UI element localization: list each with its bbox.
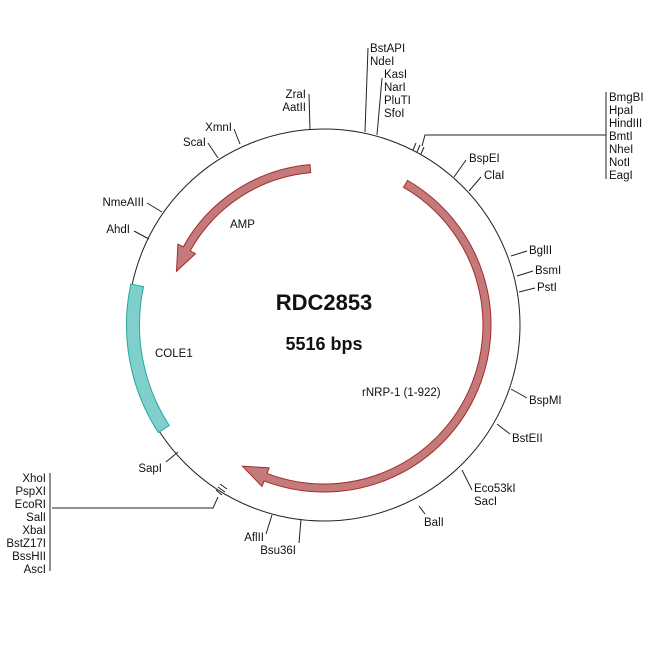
rnrp1-feature-arrow[interactable] [241, 179, 492, 493]
svg-text:ClaI: ClaI [484, 170, 504, 182]
site-bspei[interactable]: BspEI [453, 153, 500, 178]
site-kasi-group[interactable]: KasI NarI PluTI SfoI [376, 69, 411, 136]
feature-label-amp: AMP [230, 219, 255, 231]
site-bstapi-ndei[interactable]: BstAPI NdeI [364, 43, 405, 133]
svg-text:Bsu36I: Bsu36I [260, 545, 296, 557]
site-zrai-aatii[interactable]: ZraI AatII [282, 89, 311, 131]
svg-text:NheI: NheI [609, 144, 633, 156]
svg-text:SalI: SalI [26, 512, 46, 524]
svg-text:BmgBI: BmgBI [609, 92, 644, 104]
plasmid-name: RDC2853 [276, 290, 373, 315]
svg-text:BglII: BglII [529, 245, 552, 257]
svg-text:Eco53kI: Eco53kI [474, 483, 516, 495]
svg-text:EagI: EagI [609, 170, 633, 182]
svg-text:SfoI: SfoI [384, 108, 404, 120]
site-bglii[interactable]: BglII [510, 245, 552, 257]
site-bsmi[interactable]: BsmI [516, 265, 561, 277]
svg-text:XhoI: XhoI [22, 473, 46, 485]
svg-text:BssHII: BssHII [12, 551, 46, 563]
svg-text:XbaI: XbaI [22, 525, 46, 537]
site-eco53ki-saci[interactable]: Eco53kI SacI [461, 469, 516, 508]
svg-text:BspEI: BspEI [469, 153, 500, 165]
site-ahdi[interactable]: AhdI [106, 224, 150, 240]
svg-text:NarI: NarI [384, 82, 406, 94]
svg-text:SacI: SacI [474, 496, 497, 508]
site-xmni[interactable]: XmnI [205, 122, 241, 145]
svg-text:BspMI: BspMI [529, 395, 562, 407]
site-bspmi[interactable]: BspMI [510, 388, 562, 407]
site-sapi[interactable]: SapI [138, 451, 179, 475]
site-bali[interactable]: BalI [418, 505, 444, 529]
site-psti[interactable]: PstI [518, 282, 557, 294]
svg-text:XmnI: XmnI [205, 122, 232, 134]
site-bsteii[interactable]: BstEII [496, 423, 543, 445]
svg-text:AhdI: AhdI [106, 224, 130, 236]
amp-feature-arrow[interactable] [175, 164, 312, 273]
feature-label-rnrp1: rNRP-1 (1-922) [362, 387, 441, 399]
plasmid-size: 5516 bps [285, 334, 362, 354]
svg-text:ZraI: ZraI [286, 89, 306, 101]
svg-text:AatII: AatII [282, 102, 306, 114]
site-clai[interactable]: ClaI [468, 170, 504, 192]
svg-text:AscI: AscI [24, 564, 46, 576]
svg-text:PluTI: PluTI [384, 95, 411, 107]
site-aflii[interactable]: AflII [244, 514, 273, 544]
site-scai[interactable]: ScaI [183, 137, 219, 159]
svg-text:HindIII: HindIII [609, 118, 642, 130]
svg-text:PstI: PstI [537, 282, 557, 294]
svg-text:NdeI: NdeI [370, 56, 394, 68]
svg-text:PspXI: PspXI [15, 486, 46, 498]
site-nmeaiii[interactable]: NmeAIII [102, 197, 163, 213]
svg-text:NotI: NotI [609, 157, 630, 169]
svg-text:BmtI: BmtI [609, 131, 633, 143]
site-mcs1-cluster[interactable]: BmgBI HpaI HindIII BmtI NheI NotI EagI [412, 92, 644, 182]
svg-text:BstZ17I: BstZ17I [6, 538, 46, 550]
svg-text:BstEII: BstEII [512, 433, 543, 445]
svg-text:EcoRI: EcoRI [15, 499, 46, 511]
feature-label-cole1: COLE1 [155, 348, 193, 360]
svg-text:BsmI: BsmI [535, 265, 561, 277]
svg-text:SapI: SapI [138, 463, 162, 475]
svg-text:HpaI: HpaI [609, 105, 633, 117]
backbone-circle [127, 128, 521, 522]
svg-text:BstAPI: BstAPI [370, 43, 405, 55]
svg-text:KasI: KasI [384, 69, 407, 81]
svg-text:BalI: BalI [424, 517, 444, 529]
svg-text:AflII: AflII [244, 532, 264, 544]
cole1-feature[interactable] [126, 283, 170, 434]
svg-text:NmeAIII: NmeAIII [102, 197, 144, 209]
svg-text:ScaI: ScaI [183, 137, 206, 149]
site-mcs2-cluster[interactable]: XhoI PspXI EcoRI SalI XbaI BstZ17I BssHI… [6, 473, 228, 576]
site-bsu36i[interactable]: Bsu36I [260, 518, 302, 557]
